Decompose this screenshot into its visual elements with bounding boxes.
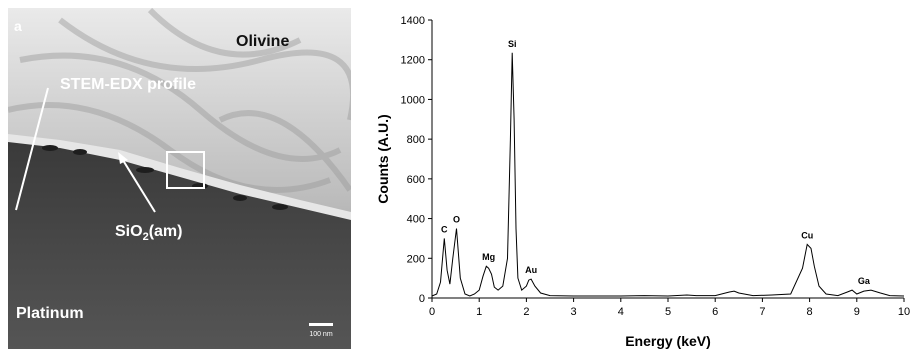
selection-box [166, 151, 205, 189]
x-tick-label: 8 [807, 306, 813, 318]
x-tick-label: 3 [571, 306, 577, 318]
peak-label: Si [508, 39, 517, 49]
y-tick-label: 600 [407, 174, 425, 186]
chart-ticks: 0 200 400 600 800 1000 1200 1400 0 1 2 3 4 5 6 7 8 9 10 [401, 15, 911, 318]
peak-label: Cu [801, 230, 813, 240]
scale-bar-label: 100 nm [309, 331, 333, 338]
x-tick-label: 9 [854, 306, 860, 318]
platinum-label: Platinum [16, 305, 84, 322]
y-tick-label: 0 [419, 293, 425, 305]
peak-label: O [453, 215, 460, 225]
x-tick-label: 6 [712, 306, 718, 318]
profile-line [15, 87, 49, 211]
spectrum-line [431, 52, 905, 297]
sio2-label: SiO2(am) [115, 223, 182, 243]
edx-spectrum-chart: 0 200 400 600 800 1000 1200 1400 0 1 2 3 4 5 6 7 8 9 10 CO… [375, 15, 910, 349]
scale-bar [309, 323, 333, 326]
x-tick-label: 1 [476, 306, 482, 318]
sio2-arrow-head [118, 152, 128, 164]
x-axis-label: Energy (keV) [625, 333, 711, 349]
peak-label: Au [525, 265, 537, 275]
platinum-region [8, 142, 351, 349]
y-tick-label: 400 [407, 214, 425, 226]
y-tick-label: 1000 [401, 94, 425, 106]
y-axis-label: Counts (A.U.) [375, 114, 391, 203]
y-tick-label: 1200 [401, 55, 425, 67]
x-tick-label: 7 [759, 306, 765, 318]
x-tick-label: 2 [523, 306, 529, 318]
micrograph [8, 8, 351, 349]
y-tick-label: 1400 [401, 15, 425, 27]
olivine-label: Olivine [236, 33, 289, 50]
y-tick-label: 800 [407, 134, 425, 146]
x-tick-label: 10 [898, 306, 910, 318]
stem-edx-label: STEM-EDX profile [60, 76, 196, 93]
sio2-arrow-shaft [120, 156, 156, 213]
x-tick-label: 4 [618, 306, 624, 318]
chart-axes [431, 20, 904, 299]
panel-label: a [14, 18, 22, 34]
peak-label: Ga [858, 276, 871, 286]
x-tick-label: 5 [665, 306, 671, 318]
x-tick-label: 0 [429, 306, 435, 318]
peak-label: Mg [482, 252, 495, 262]
y-tick-label: 200 [407, 253, 425, 265]
olivine-texture [8, 8, 351, 193]
peak-label: C [441, 224, 448, 234]
